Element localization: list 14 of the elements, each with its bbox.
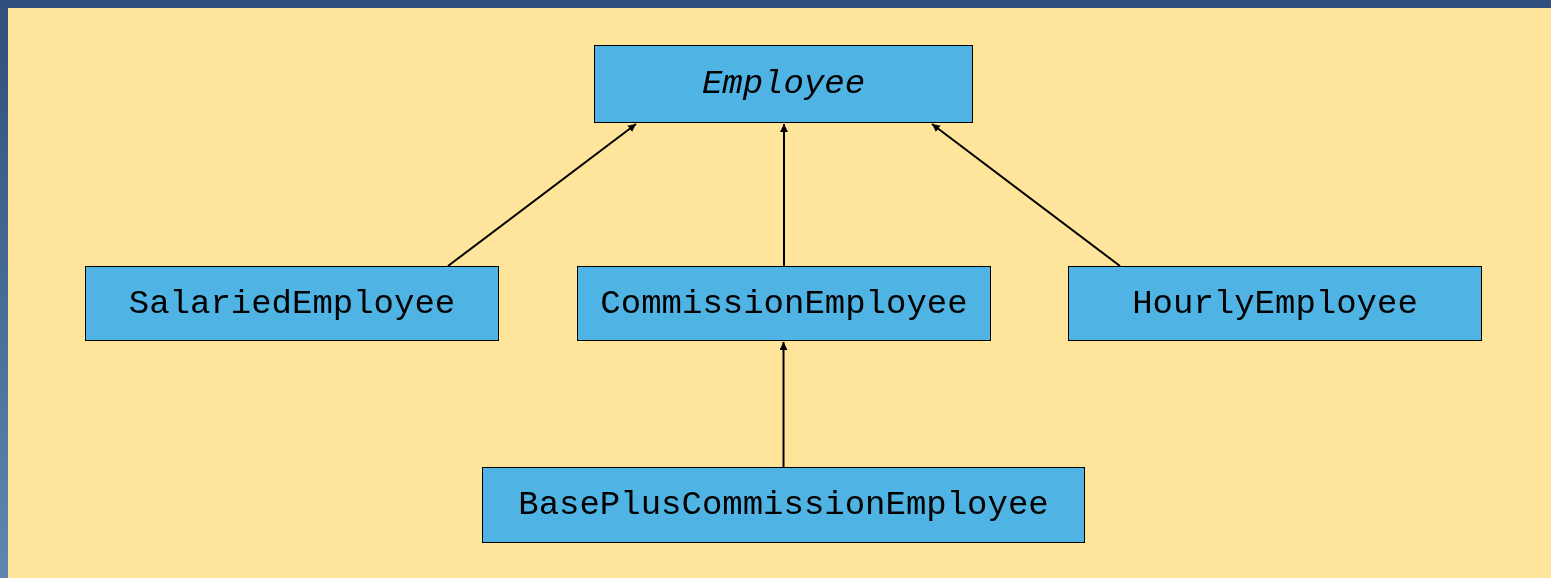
inheritance-arrow	[780, 123, 788, 267]
inheritance-arrow	[931, 123, 1121, 267]
class-box	[594, 45, 973, 123]
class-box	[85, 266, 499, 341]
class-box	[577, 266, 991, 341]
class-name: HourlyEmployee	[1132, 284, 1418, 323]
inheritance-arrow	[447, 123, 637, 267]
class-name: SalariedEmployee	[128, 284, 456, 323]
class-name: BasePlusCommissionEmployee	[518, 486, 1049, 524]
class-box	[1068, 266, 1482, 341]
class-box	[482, 467, 1085, 543]
class-name: CommissionEmployee	[600, 284, 968, 323]
class-name: Employee	[701, 65, 866, 103]
inheritance-arrow	[779, 341, 788, 468]
